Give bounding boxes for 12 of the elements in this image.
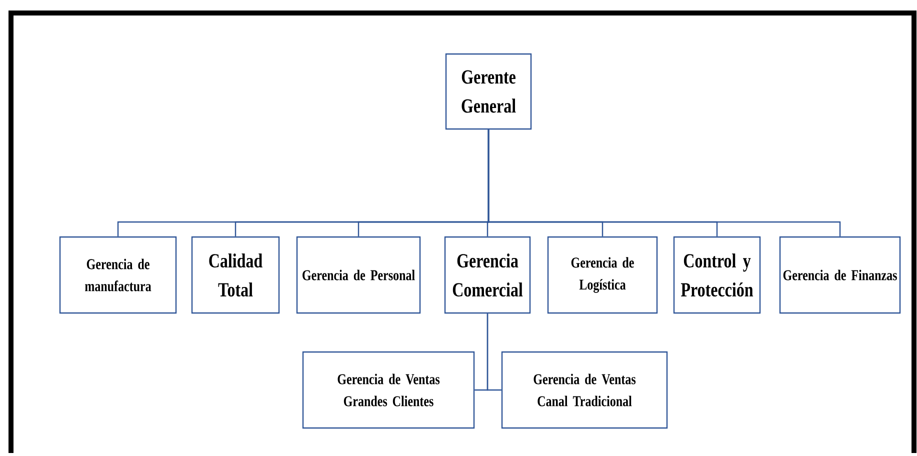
position-box: Gerencia de Finanzas <box>779 236 901 314</box>
position-box: Gerencia Comercial <box>444 236 531 314</box>
position-box: Gerente General <box>445 53 532 130</box>
position-box: Gerencia de Personal <box>296 236 421 314</box>
position-box: Gerencia de manufactura <box>59 236 177 314</box>
connector-line <box>488 130 841 236</box>
position-box: Gerencia de Ventas Grandes Clientes <box>302 351 475 429</box>
position-box: Control y Protección <box>673 236 761 314</box>
position-box: Calidad Total <box>191 236 280 314</box>
position-box: Gerencia de Logística <box>547 236 658 314</box>
connector-line <box>486 314 502 391</box>
position-box: Gerencia de Ventas Canal Tradicional <box>501 351 668 429</box>
